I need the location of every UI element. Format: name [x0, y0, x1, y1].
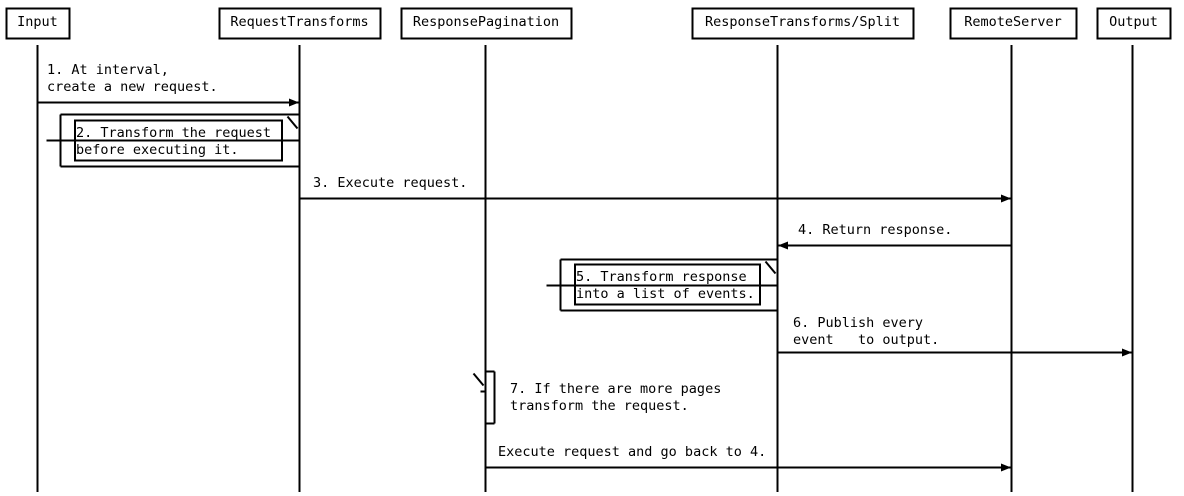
message-arrow-group — [37, 98, 1132, 472]
participant-box-output — [1096, 7, 1172, 40]
participant-label-remote_server: RemoteServer — [964, 14, 1062, 30]
participant-label-request_transforms: RequestTransforms — [230, 14, 369, 30]
participant-box-group — [5, 7, 1172, 40]
participant-box-request_transforms — [218, 7, 382, 40]
self-message-nib-6 — [472, 372, 485, 387]
self-message-nib-4 — [764, 260, 777, 275]
message-label-5-line-0: 6. Publish every — [793, 315, 924, 331]
self-message-textbox-4 — [574, 263, 761, 306]
message-label-1-line-0: 2. Transform the request — [76, 125, 272, 141]
self-message-textbox-1 — [74, 119, 283, 162]
participant-label-output: Output — [1109, 14, 1158, 30]
message-label-0-line-1: create a new request. — [47, 79, 218, 95]
message-label-4-line-0: 5. Transform response — [576, 269, 747, 285]
message-label-1-line-1: before executing it. — [76, 142, 239, 158]
participant-label-input: Input — [17, 14, 58, 30]
message-label-6-line-1: transform the request. — [510, 398, 689, 414]
message-label-3-line-0: 4. Return response. — [798, 222, 953, 238]
participant-label-response_pagination: ResponsePagination — [412, 14, 560, 30]
lifeline-group — [36, 45, 1134, 492]
participant-box-response_pagination — [400, 7, 573, 40]
participant-label-response_transforms_split: ResponseTransforms/Split — [704, 14, 901, 30]
participant-box-response_transforms_split — [691, 7, 915, 40]
message-label-7-line-0: Execute request and go back to 4. — [498, 444, 767, 460]
self-message-nib-1 — [286, 115, 299, 130]
message-label-0-line-0: 1. At interval, — [47, 62, 169, 78]
participant-box-input — [5, 7, 71, 40]
message-label-4-line-1: into a list of events. — [576, 286, 755, 302]
message-label-2-line-0: 3. Execute request. — [313, 175, 468, 191]
message-label-5-line-1: event to output. — [793, 332, 940, 348]
message-label-6-line-0: 7. If there are more pages — [510, 381, 722, 397]
participant-box-remote_server — [949, 7, 1078, 40]
